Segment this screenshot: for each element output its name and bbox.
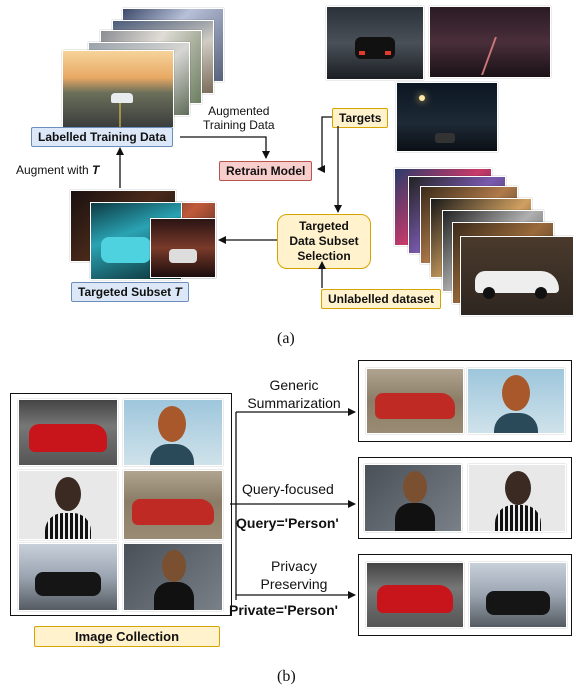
generic-summarization-text: Generic Summarization (247, 377, 341, 411)
query-photo-bearded-man (468, 464, 566, 532)
privacy-photo-red-mustang (366, 562, 464, 628)
private-value-text: Private='Person' (229, 602, 338, 618)
unlabelled-dataset-label: Unlabelled dataset (321, 289, 442, 309)
image-collection-label: Image Collection (34, 626, 220, 647)
caption-a: (a) (277, 330, 295, 347)
generic-photo-red-mustang (366, 368, 464, 434)
privacy-preserving-text: Privacy Preserving (260, 558, 328, 592)
arrow-targets-to-retrain (317, 116, 332, 173)
targeted-subset-symbol: T (174, 285, 182, 299)
query-photo-woman-wall (364, 464, 462, 532)
targeted-data-subset-selection-box: Targeted Data Subset Selection (277, 214, 371, 269)
arrow-training-to-retrain (180, 136, 270, 159)
collection-photo-woman-wall (123, 543, 223, 611)
targeted-subset-text: Targeted Subset (78, 285, 175, 299)
augment-with-symbol: T (92, 163, 100, 177)
training-photo-road-car (62, 50, 174, 128)
collection-photo-red-mustang (18, 399, 118, 466)
targets-label: Targets (332, 108, 389, 128)
collection-photo-black-mustang (18, 543, 118, 611)
subset-photo-night-street (150, 218, 216, 278)
augment-with-text: Augment with T (16, 163, 99, 177)
collection-photo-bearded-man (18, 470, 118, 540)
night-road-photo-2 (429, 6, 551, 78)
caption-b: (b) (277, 668, 296, 685)
generic-photo-woman-redhair (467, 368, 565, 434)
augment-with-label: Augment with (16, 163, 93, 177)
targeted-subset-label: Targeted Subset T (71, 282, 189, 302)
labelled-training-data-label: Labelled Training Data (31, 127, 174, 147)
augmented-training-data-text: Augmented Training Data (203, 104, 275, 132)
night-road-photo-3 (396, 82, 498, 152)
query-focused-text: Query-focused (242, 481, 334, 497)
collection-photo-mustang-trees (123, 470, 223, 540)
query-value-text: Query='Person' (236, 515, 339, 531)
unlabelled-photo-classic-car (460, 236, 574, 316)
privacy-photo-black-mustang (469, 562, 567, 628)
night-road-photo-1 (326, 6, 424, 80)
collection-photo-woman-redhair (123, 399, 223, 466)
retrain-model-label: Retrain Model (219, 161, 313, 181)
